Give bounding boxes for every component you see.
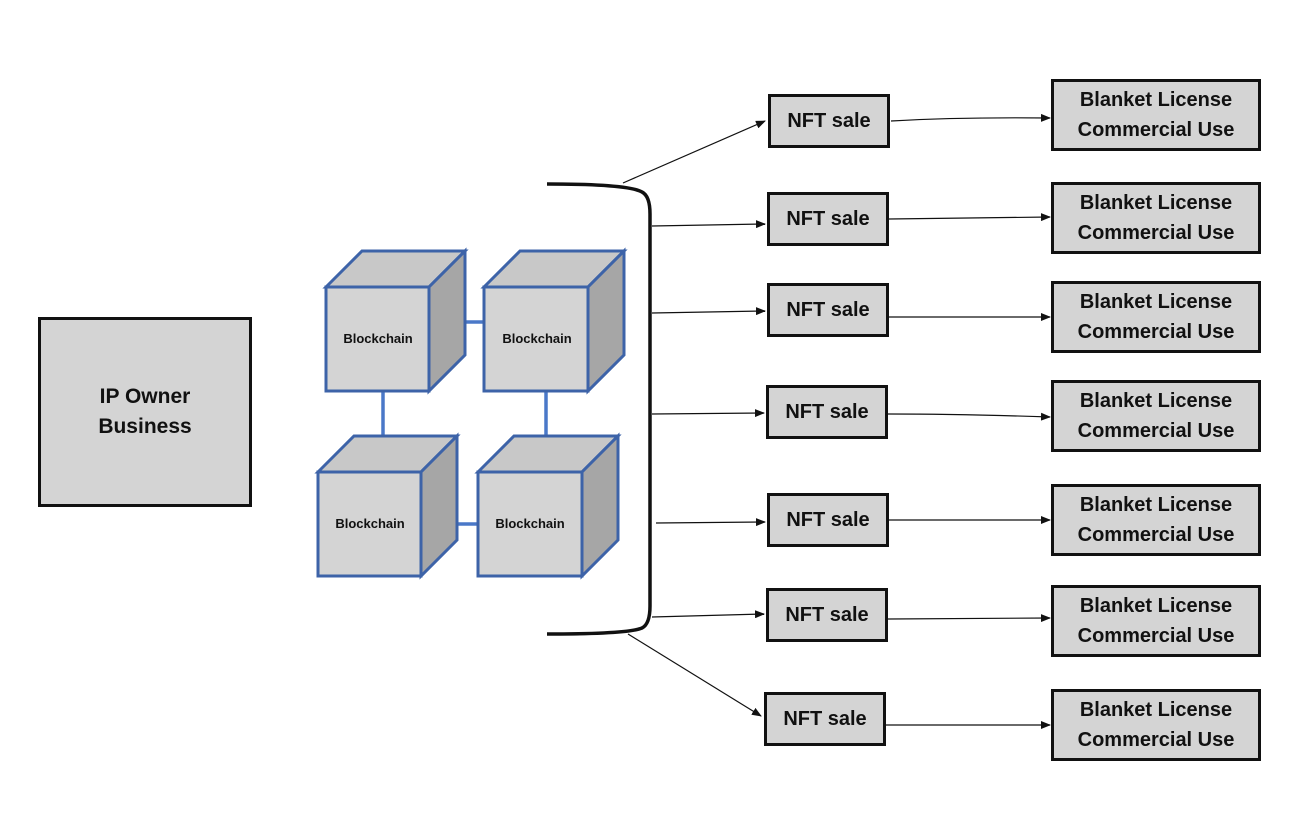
blockchain-cube	[322, 247, 469, 395]
bracket-arrow	[651, 307, 766, 316]
nft-sale-box: NFT sale	[766, 385, 888, 439]
license-line2: Commercial Use	[1077, 420, 1235, 442]
license-line1: Blanket License	[1079, 192, 1233, 214]
license-line1: Blanket License	[1079, 595, 1233, 617]
ip-owner-business-box: IP Owner Business	[38, 317, 252, 507]
blockchain-cube	[474, 432, 622, 580]
nft-sale-label: NFT sale	[787, 109, 871, 132]
bracket-arrow	[655, 518, 766, 527]
license-line2: Commercial Use	[1077, 625, 1235, 647]
blockchain-cube	[480, 247, 628, 395]
nft-sale-box: NFT sale	[767, 493, 889, 547]
license-line2: Commercial Use	[1077, 222, 1235, 244]
license-line2: Commercial Use	[1077, 729, 1235, 751]
bracket-arrows	[622, 120, 766, 717]
license-line1: Blanket License	[1079, 699, 1233, 721]
nft-sale-box: NFT sale	[764, 692, 886, 746]
nft-sale-label: NFT sale	[786, 207, 870, 230]
license-line2: Commercial Use	[1077, 321, 1235, 343]
license-arrow	[888, 213, 1051, 222]
blockchain-label: Blockchain	[343, 331, 413, 346]
nft-sale-box: NFT sale	[768, 94, 890, 148]
license-line1: Blanket License	[1079, 291, 1233, 313]
blanket-license-box: Blanket License Commercial Use	[1051, 484, 1261, 556]
nft-sale-box: NFT sale	[767, 283, 889, 337]
nft-sale-label: NFT sale	[785, 603, 869, 626]
blockchain-label: Blockchain	[335, 516, 405, 531]
blanket-license-box: Blanket License Commercial Use	[1051, 182, 1261, 254]
blanket-license-box: Blanket License Commercial Use	[1051, 689, 1261, 761]
blanket-license-box: Blanket License Commercial Use	[1051, 281, 1261, 353]
blanket-license-box: Blanket License Commercial Use	[1051, 585, 1261, 657]
blanket-license-box: Blanket License Commercial Use	[1051, 380, 1261, 452]
nft-sale-label: NFT sale	[786, 508, 870, 531]
bracket-arrow	[651, 220, 766, 229]
license-arrow	[887, 614, 1051, 623]
blockchain-cube	[314, 432, 461, 580]
nft-sale-label: NFT sale	[786, 298, 870, 321]
nft-sale-label: NFT sale	[783, 707, 867, 730]
owner-line1: IP Owner	[99, 385, 191, 408]
license-line1: Blanket License	[1079, 494, 1233, 516]
bracket-arrow	[622, 120, 766, 184]
nft-sale-label: NFT sale	[785, 400, 869, 423]
blockchain-label: Blockchain	[495, 516, 565, 531]
bracket-arrow	[651, 409, 765, 418]
owner-line2: Business	[98, 415, 192, 438]
license-arrows	[886, 113, 1051, 729]
blanket-license-box: Blanket License Commercial Use	[1051, 79, 1261, 151]
license-line2: Commercial Use	[1077, 524, 1235, 546]
grouping-bracket	[546, 182, 652, 636]
blockchain-label: Blockchain	[502, 331, 572, 346]
nft-sale-box: NFT sale	[766, 588, 888, 642]
license-line1: Blanket License	[1079, 390, 1233, 412]
license-arrow	[887, 412, 1051, 421]
license-line2: Commercial Use	[1077, 119, 1235, 141]
bracket-arrow	[627, 633, 762, 717]
license-arrow	[890, 113, 1051, 122]
bracket-arrow	[651, 610, 765, 619]
nft-sale-box: NFT sale	[767, 192, 889, 246]
license-line1: Blanket License	[1079, 89, 1233, 111]
